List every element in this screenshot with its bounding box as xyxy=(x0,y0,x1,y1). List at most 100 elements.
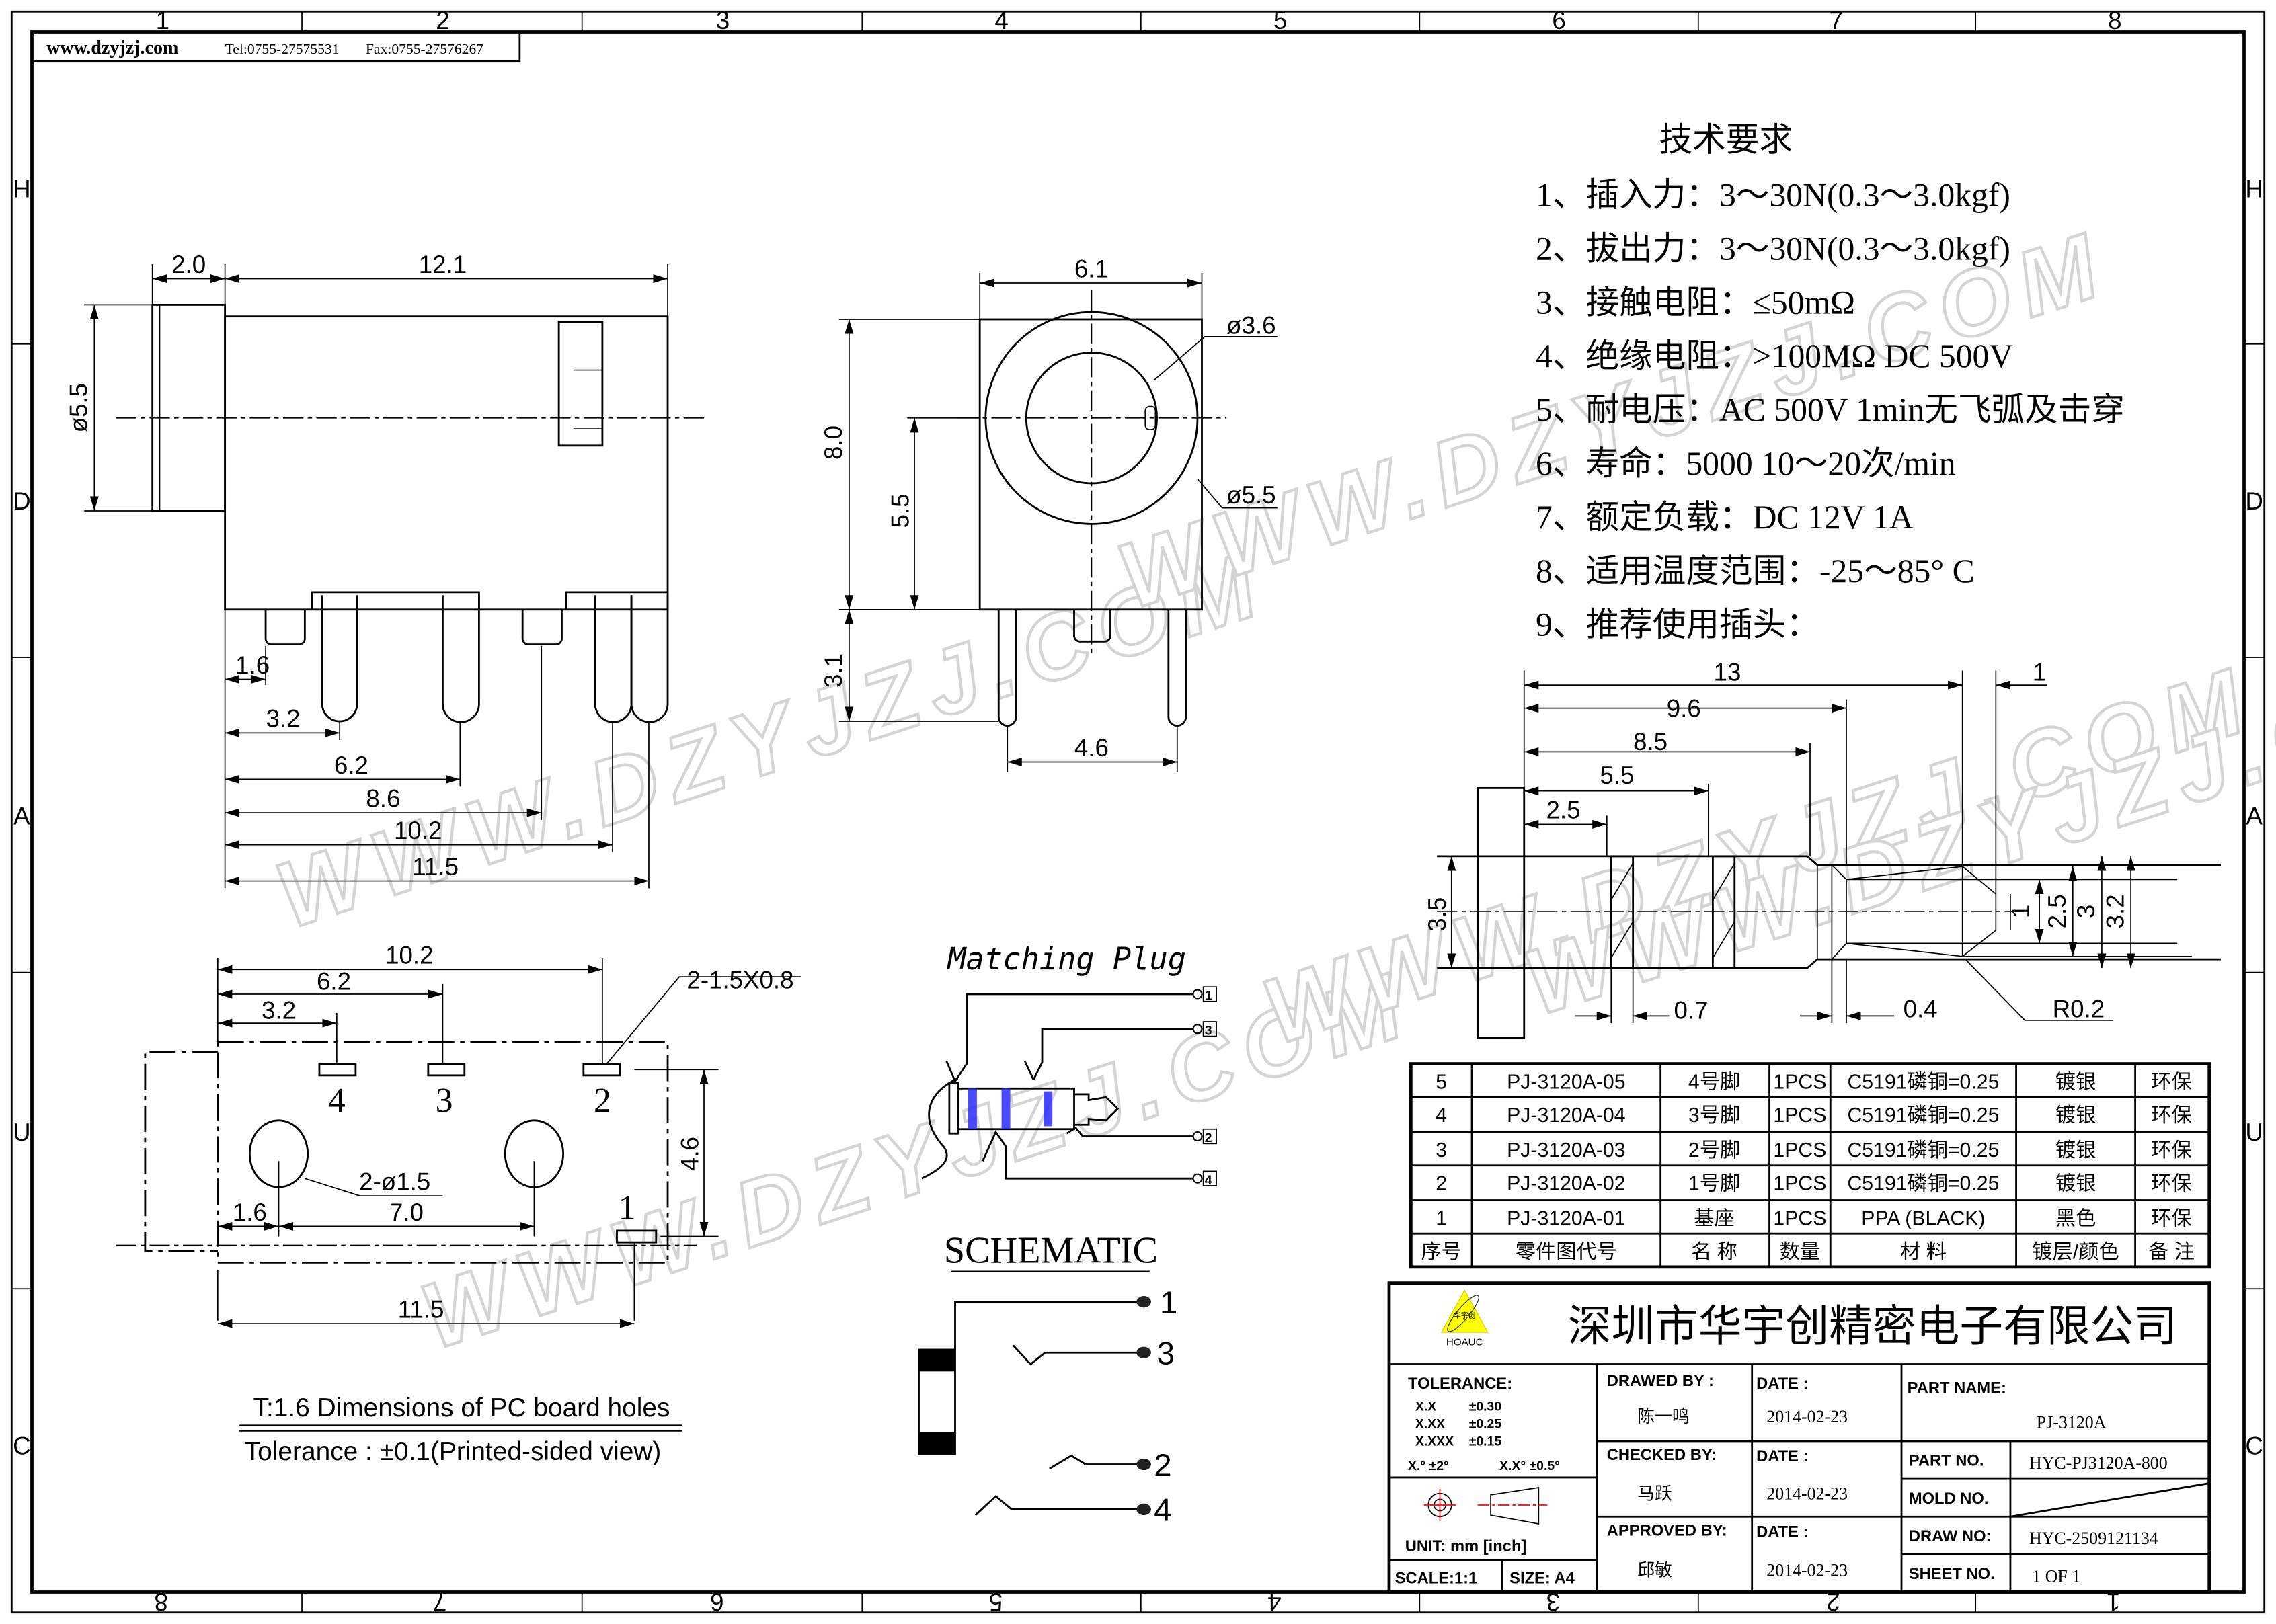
bom-cell: C5191磷铜=0.25 xyxy=(1847,1070,1999,1093)
pcb-note-line1: T:1.6 Dimensions of PC board holes xyxy=(253,1393,670,1422)
bom-cell: 1PCS xyxy=(1773,1139,1826,1162)
label: DATE : xyxy=(1756,1375,1808,1393)
bom-cell: 黑色 xyxy=(2055,1207,2096,1229)
dim-label: 3.1 xyxy=(820,653,847,688)
drawing-frame: 1 2 3 4 5 6 7 8 1 2 3 4 5 6 7 8 H D A U … xyxy=(10,7,2266,1616)
label: HOAUC xyxy=(1446,1336,1483,1348)
dim-label: 8.5 xyxy=(1633,728,1667,756)
label: X.XXX xyxy=(1415,1434,1454,1449)
grid-label: 2 xyxy=(1826,1588,1840,1616)
bom-cell: 1号脚 xyxy=(1688,1172,1740,1194)
dim-label: 13 xyxy=(1714,659,1741,686)
bom-cell: 3号脚 xyxy=(1688,1104,1740,1127)
matching-plug-diagram: Matching Plug 1 3 2 4 xyxy=(921,941,1217,1188)
tel: Tel:0755-27575531 xyxy=(225,41,340,57)
bom-cell: 1PCS xyxy=(1773,1071,1826,1093)
dim-label: ø5.5 xyxy=(1226,481,1276,509)
label: X.XX xyxy=(1415,1417,1445,1432)
tech-req-item: 5、耐电压：AC 500V 1min无飞弧及击穿 xyxy=(1536,391,2125,428)
dim-label: 6.1 xyxy=(1074,255,1109,282)
recommended-plug-drawing: 13 1 9.6 8.5 5.5 2.5 3.5 0.7 0.4 R0.2 1 … xyxy=(1423,659,2221,1039)
contact-header: www.dzyjzj.com Tel:0755-27575531 Fax:075… xyxy=(31,31,521,63)
grid-label: 2 xyxy=(436,7,449,34)
grid-label: C xyxy=(2245,1432,2263,1459)
schematic-pin-label: 1 xyxy=(1160,1285,1177,1321)
bom-header: 序号 xyxy=(1421,1240,1461,1263)
label: CHECKED BY: xyxy=(1607,1447,1717,1464)
label: ±0.15 xyxy=(1469,1434,1502,1449)
title-block: 华宇创 HOAUC 深圳市华宇创精密电子有限公司 TOLERANCE: X.X±… xyxy=(1387,1281,2211,1594)
grid-label: 1 xyxy=(156,7,169,34)
dim-label: 12.1 xyxy=(419,251,467,278)
schematic-pin-label: 4 xyxy=(1154,1493,1171,1529)
terminal-label: 2 xyxy=(1205,1131,1212,1145)
dim-label: 2-ø1.5 xyxy=(359,1168,430,1195)
tech-req-item: 1、插入力：3～30N(0.3～3.0kgf) xyxy=(1536,177,2010,214)
label: HYC-PJ3120A-800 xyxy=(2029,1453,2168,1473)
schematic-pin-label: 2 xyxy=(1154,1448,1171,1484)
label: HYC-2509121134 xyxy=(2029,1529,2158,1548)
plug-band xyxy=(1044,1091,1053,1127)
grid-label: D xyxy=(2245,487,2263,515)
dim-label: 8.0 xyxy=(820,425,847,460)
bom-cell: 镀银 xyxy=(2055,1070,2096,1093)
tech-req-item: 7、额定负载：DC 12V 1A xyxy=(1536,499,1914,536)
grid-label: 6 xyxy=(1552,7,1565,34)
label: PART NAME: xyxy=(1908,1380,2006,1397)
bom-cell: PJ-3120A-05 xyxy=(1507,1071,1625,1093)
dim-label: 3.2 xyxy=(2101,894,2129,928)
bom-cell: 4 xyxy=(1436,1104,1447,1127)
schematic-title: SCHEMATIC xyxy=(944,1229,1158,1271)
dim-label: 3.5 xyxy=(1423,897,1451,932)
label: 1 OF 1 xyxy=(2032,1566,2080,1586)
tech-req-item: 8、适用温度范围：-25～85° C xyxy=(1536,553,1975,590)
label: TOLERANCE: xyxy=(1408,1375,1512,1393)
dim-label: 1.6 xyxy=(233,1199,267,1226)
front-view: 6.1 ø3.6 ø5.5 8.0 5.5 3.1 4.6 xyxy=(820,255,1278,772)
dim-label: 11.5 xyxy=(412,853,459,881)
bom-cell: 1PCS xyxy=(1773,1172,1826,1194)
pin-label: 2 xyxy=(594,1082,611,1120)
bom-header: 镀层/颜色 xyxy=(2032,1240,2119,1263)
bom-cell: 4号脚 xyxy=(1688,1070,1740,1093)
bom-cell: PJ-3120A-02 xyxy=(1507,1172,1625,1194)
grid-label: 3 xyxy=(1546,1588,1560,1616)
tech-req-title: 技术要求 xyxy=(1659,122,1793,159)
dim-label: 2.5 xyxy=(2043,894,2071,928)
bom-cell: PJ-3120A-04 xyxy=(1507,1104,1625,1127)
plug-band xyxy=(1001,1088,1011,1129)
dim-label: 2-1.5X0.8 xyxy=(686,966,793,993)
bom-cell: PPA (BLACK) xyxy=(1861,1207,1985,1229)
bom-cell: PJ-3120A-03 xyxy=(1507,1139,1625,1162)
bom-header: 名 称 xyxy=(1691,1240,1737,1263)
bom-cell: C5191磷铜=0.25 xyxy=(1847,1172,1999,1194)
grid-label: 8 xyxy=(154,1588,167,1616)
grid-label: A xyxy=(13,802,30,829)
bom-cell: C5191磷铜=0.25 xyxy=(1847,1139,1999,1162)
bom-cell: 环保 xyxy=(2151,1070,2191,1093)
grid-label: 7 xyxy=(1830,7,1843,34)
label: 陈一鸣 xyxy=(1637,1407,1690,1426)
side-view: 2.0 12.1 ø5.5 1.6 3.2 6.2 8.6 10.2 11.5 xyxy=(65,251,709,889)
company-logo: 华宇创 HOAUC xyxy=(1440,1289,1489,1348)
company-name: 深圳市华宇创精密电子有限公司 xyxy=(1568,1303,2177,1351)
pin-label: 3 xyxy=(436,1082,453,1120)
tech-req-item: 6、寿命：5000 10～20次/min xyxy=(1536,445,1956,482)
grid-label: A xyxy=(2246,802,2263,829)
label: 2014-02-23 xyxy=(1766,1484,1848,1503)
dim-label: 9.6 xyxy=(1667,695,1701,723)
terminal-label: 4 xyxy=(1205,1173,1212,1188)
dim-label: 3 xyxy=(2072,905,2100,918)
label: SCALE:1:1 xyxy=(1395,1570,1478,1588)
tech-req-item: 3、接触电阻：≤50mΩ xyxy=(1536,284,1855,321)
tech-req-item: 2、拔出力：3～30N(0.3～3.0kgf) xyxy=(1536,230,2010,267)
bom-cell: C5191磷铜=0.25 xyxy=(1847,1104,1999,1127)
label: X.° ±2° xyxy=(1408,1459,1449,1473)
tech-req-item: 9、推荐使用插头： xyxy=(1536,606,1819,643)
grid-label: 8 xyxy=(2108,7,2121,34)
technical-requirements: 技术要求 1、插入力：3～30N(0.3～3.0kgf) 2、拔出力：3～30N… xyxy=(1536,122,2125,643)
label: MOLD NO. xyxy=(1909,1490,1989,1508)
label: 华宇创 xyxy=(1454,1311,1475,1320)
dim-label: 5.5 xyxy=(886,493,914,528)
